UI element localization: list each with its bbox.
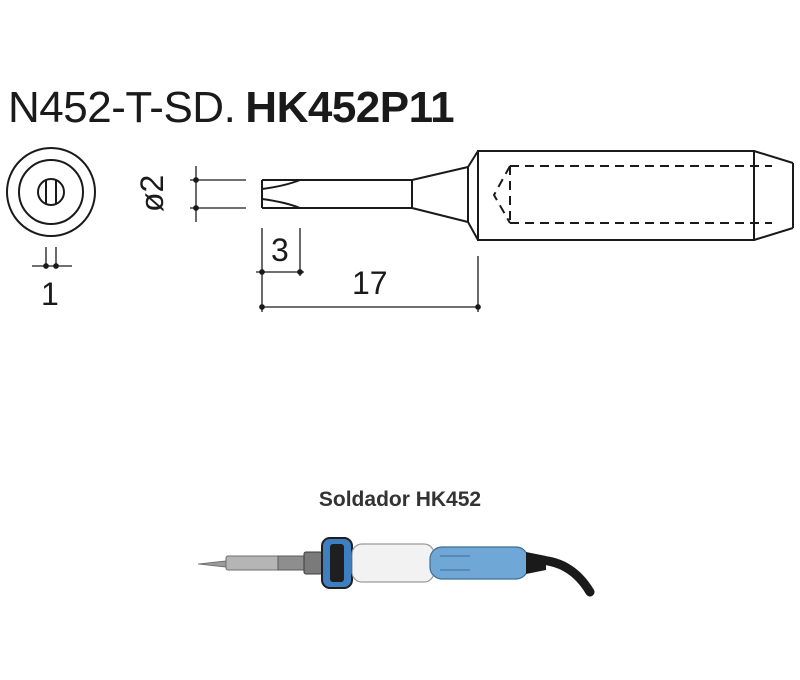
tip-side-view	[261, 150, 794, 241]
front-width-dimension	[32, 247, 72, 269]
iron-needle	[197, 560, 227, 568]
model-code: N452-T-SD.	[8, 83, 236, 132]
total-length-dimension	[259, 256, 481, 312]
total-length-label: 17	[352, 265, 388, 301]
product-caption: Soldador HK452	[318, 488, 482, 511]
diameter-label: ø2	[134, 174, 170, 212]
page-title: N452-T-SD.HK452P11	[8, 82, 455, 134]
strain-relief	[526, 552, 546, 574]
tip-length-dimension	[256, 228, 304, 276]
soldering-iron-illustration	[197, 537, 595, 597]
tip-front-view	[6, 147, 96, 237]
model-name: HK452P11	[245, 83, 455, 132]
iron-grip	[351, 543, 435, 583]
front-width-label: 1	[41, 276, 59, 312]
iron-nut	[303, 551, 323, 575]
iron-handle	[429, 546, 529, 580]
tip-length-label: 3	[271, 232, 289, 268]
diameter-dimension	[190, 166, 246, 222]
hidden-bore	[492, 165, 772, 224]
